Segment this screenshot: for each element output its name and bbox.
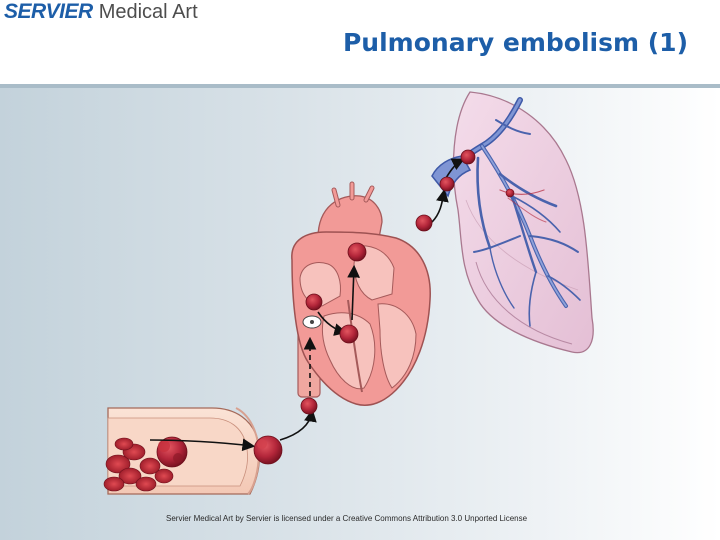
embolus-lung-branch-3	[505, 188, 515, 198]
embolus-vein	[253, 435, 283, 465]
slide-header: SERVIER Medical Art Pulmonary embolism (…	[0, 0, 720, 84]
logo-subtitle: Medical Art	[98, 1, 198, 23]
logo-brand: SERVIER	[4, 0, 93, 23]
embolus-vena-cava	[300, 397, 318, 415]
embolus-right-atrium	[305, 293, 323, 311]
embolus-right-ventricle	[339, 324, 359, 344]
embolus-pulmonary-artery	[415, 214, 433, 232]
heart	[291, 181, 431, 406]
deep-vein	[103, 407, 261, 495]
embolus-lung-branch-2	[460, 149, 476, 165]
page-title: Pulmonary embolism (1)	[342, 28, 688, 57]
license-text: Servier Medical Art by Servier is licens…	[166, 514, 528, 523]
embolus-pulmonary-trunk	[347, 242, 367, 262]
servier-logo: SERVIER Medical Art	[4, 0, 198, 24]
embolus-lung-branch-1	[439, 176, 455, 192]
emboli	[253, 149, 515, 465]
thrombus	[103, 436, 188, 492]
divider	[0, 84, 720, 88]
